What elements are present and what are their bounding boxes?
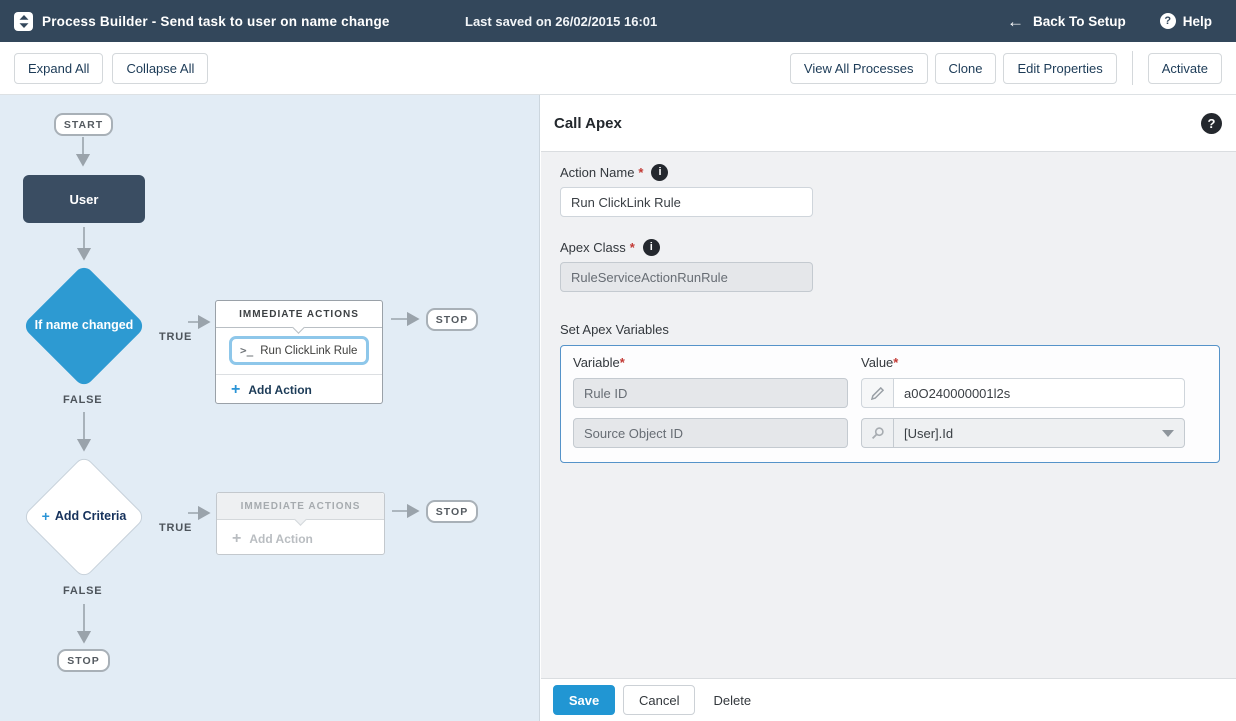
expand-all-button[interactable]: Expand All [14, 52, 104, 84]
toolbar-divider [1131, 51, 1133, 85]
navbar-actions: ← Back To Setup ? Help [1007, 13, 1212, 30]
value-column-header: Value [861, 355, 894, 370]
field-search-icon [871, 427, 884, 440]
object-node-user[interactable]: User [23, 175, 145, 223]
add-action-button-inactive[interactable]: + Add Action [217, 520, 384, 547]
variable-column-header: Variable [573, 355, 620, 370]
apex-class-input [560, 262, 813, 292]
immediate-actions-box-inactive: IMMEDIATE ACTIONS + Add Action [216, 492, 385, 555]
stop-node-true-branch: STOP [426, 308, 478, 331]
actions-divider [216, 374, 382, 375]
variable-name-input [573, 418, 848, 448]
apex-class-label-row: Apex Class * i [560, 238, 1236, 256]
edit-value-icon[interactable] [861, 378, 893, 408]
toolbar-right-group: View All Processes Clone Edit Properties… [789, 51, 1222, 85]
immediate-actions-box-active: IMMEDIATE ACTIONS >_ Run ClickLink Rule … [215, 300, 383, 404]
value-field-group [861, 378, 1185, 408]
toolbar: Expand All Collapse All View All Process… [0, 42, 1236, 95]
edit-properties-button[interactable]: Edit Properties [1003, 52, 1117, 84]
collapse-all-button[interactable]: Collapse All [112, 52, 209, 84]
detail-panel-body: Action Name * i Apex Class * i Set Apex … [541, 152, 1236, 678]
panel-title: Call Apex [554, 114, 622, 132]
required-marker: * [629, 239, 635, 255]
detail-panel-footer: Save Cancel Delete [541, 678, 1236, 721]
variables-header-row: Variable * Value * [561, 355, 1219, 378]
process-canvas: START User If name changed TRUE FALSE IM… [0, 95, 540, 721]
back-to-setup-link[interactable]: ← Back To Setup [1007, 13, 1126, 30]
detail-panel-header: Call Apex ? [541, 95, 1236, 152]
help-link[interactable]: ? Help [1159, 13, 1212, 29]
action-name-label-row: Action Name * i [560, 163, 1236, 181]
panel-help-icon[interactable]: ? [1201, 112, 1222, 134]
process-builder-icon [14, 11, 33, 31]
header-notch [292, 321, 305, 334]
chevron-down-icon [1162, 430, 1174, 437]
info-icon[interactable]: i [642, 238, 660, 256]
plus-icon: + [41, 508, 50, 524]
rule-id-value-input[interactable] [893, 378, 1185, 408]
apex-action-icon: >_ [240, 344, 254, 357]
variable-row-rule-id [561, 378, 1219, 408]
delete-link[interactable]: Delete [713, 692, 752, 708]
immediate-actions-title: IMMEDIATE ACTIONS [239, 308, 359, 320]
apex-class-label: Apex Class [560, 239, 626, 255]
immediate-actions-header: IMMEDIATE ACTIONS [216, 301, 382, 334]
variable-row-source-object-id: [User].Id [561, 418, 1219, 448]
add-action-button[interactable]: + Add Action [216, 375, 382, 398]
variable-name-input [573, 378, 848, 408]
help-label: Help [1182, 13, 1212, 29]
toolbar-left-group: Expand All Collapse All [14, 52, 209, 84]
add-criteria-label: Add Criteria [54, 509, 127, 523]
add-criteria-button[interactable]: + Add Criteria [19, 509, 149, 523]
top-navbar: Process Builder - Send task to user on n… [0, 0, 1236, 42]
cancel-button[interactable]: Cancel [623, 685, 696, 715]
value-field-group: [User].Id [861, 418, 1185, 448]
stop-node-true-branch-2: STOP [426, 500, 478, 523]
false-branch-label-2: FALSE [63, 585, 103, 597]
save-button[interactable]: Save [553, 685, 615, 715]
true-branch-label: TRUE [159, 331, 193, 343]
back-arrow-icon: ← [1006, 11, 1024, 31]
info-icon[interactable]: i [651, 163, 669, 181]
dropdown-selected-value: [User].Id [904, 425, 954, 441]
view-all-processes-button[interactable]: View All Processes [789, 52, 928, 84]
flow-connectors [75, 137, 420, 644]
last-saved-status: Last saved on 26/02/2015 16:01 [465, 13, 658, 29]
plus-icon: + [231, 381, 241, 398]
pencil-icon [871, 386, 884, 400]
start-node: START [54, 113, 113, 136]
criteria-label[interactable]: If name changed [34, 318, 134, 332]
action-name-label: Action Name [560, 164, 635, 180]
apex-variables-table: Variable * Value * [560, 345, 1220, 463]
false-branch-label: FALSE [63, 394, 103, 406]
required-marker: * [619, 355, 625, 370]
required-marker: * [638, 164, 644, 180]
action-name-input[interactable] [560, 187, 813, 217]
required-marker: * [893, 355, 899, 370]
plus-icon: + [232, 530, 242, 547]
add-action-label: Add Action [248, 383, 312, 397]
field-picker-icon-cell[interactable] [861, 418, 893, 448]
clone-button[interactable]: Clone [934, 52, 997, 84]
back-to-setup-label: Back To Setup [1032, 13, 1126, 29]
activate-button[interactable]: Activate [1147, 52, 1222, 84]
add-action-label: Add Action [249, 532, 313, 546]
source-object-id-dropdown[interactable]: [User].Id [893, 418, 1185, 448]
page-title: Process Builder - Send task to user on n… [42, 13, 390, 29]
true-branch-label-2: TRUE [159, 522, 193, 534]
set-apex-variables-title: Set Apex Variables [560, 322, 669, 337]
action-node-run-clicklink-rule[interactable]: >_ Run ClickLink Rule [229, 336, 369, 365]
action-node-label: Run ClickLink Rule [260, 344, 358, 357]
immediate-actions-title: IMMEDIATE ACTIONS [240, 500, 361, 512]
help-icon: ? [1159, 13, 1176, 29]
immediate-actions-header: IMMEDIATE ACTIONS [217, 493, 384, 526]
stop-node-false-branch: STOP [57, 649, 110, 672]
process-builder-glyph [19, 14, 28, 28]
